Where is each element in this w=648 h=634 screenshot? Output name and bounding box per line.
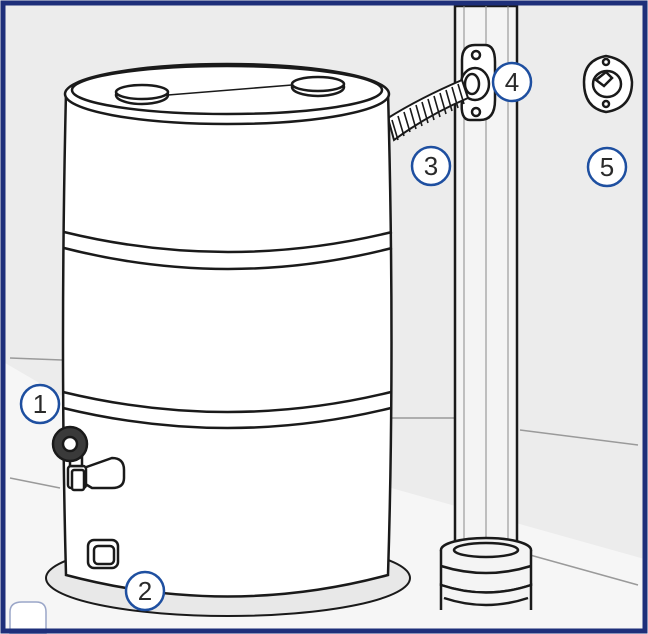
floor-line-lower-right <box>529 554 639 586</box>
callout-1-label: 1 <box>33 389 47 419</box>
drain-plug <box>86 538 120 570</box>
corner-tab <box>9 601 47 634</box>
floor-line-left <box>9 357 63 361</box>
callout-2-label: 2 <box>138 576 152 606</box>
callout-3-label: 3 <box>424 151 438 181</box>
callout-4: 4 <box>491 61 533 103</box>
downspout-collar <box>439 536 533 610</box>
callout-5: 5 <box>586 146 628 188</box>
diverter-cap <box>582 54 634 114</box>
floor-line-front <box>9 477 61 489</box>
callout-3: 3 <box>410 145 452 187</box>
flex-hose <box>386 78 470 142</box>
callout-1: 1 <box>19 383 61 425</box>
callout-4-label: 4 <box>505 67 519 97</box>
spigot <box>51 425 126 492</box>
floor-line-right <box>519 429 639 446</box>
callout-2: 2 <box>124 570 166 612</box>
rain-barrel <box>45 62 411 617</box>
downspout-diverter <box>459 43 497 122</box>
callout-5-label: 5 <box>600 152 614 182</box>
